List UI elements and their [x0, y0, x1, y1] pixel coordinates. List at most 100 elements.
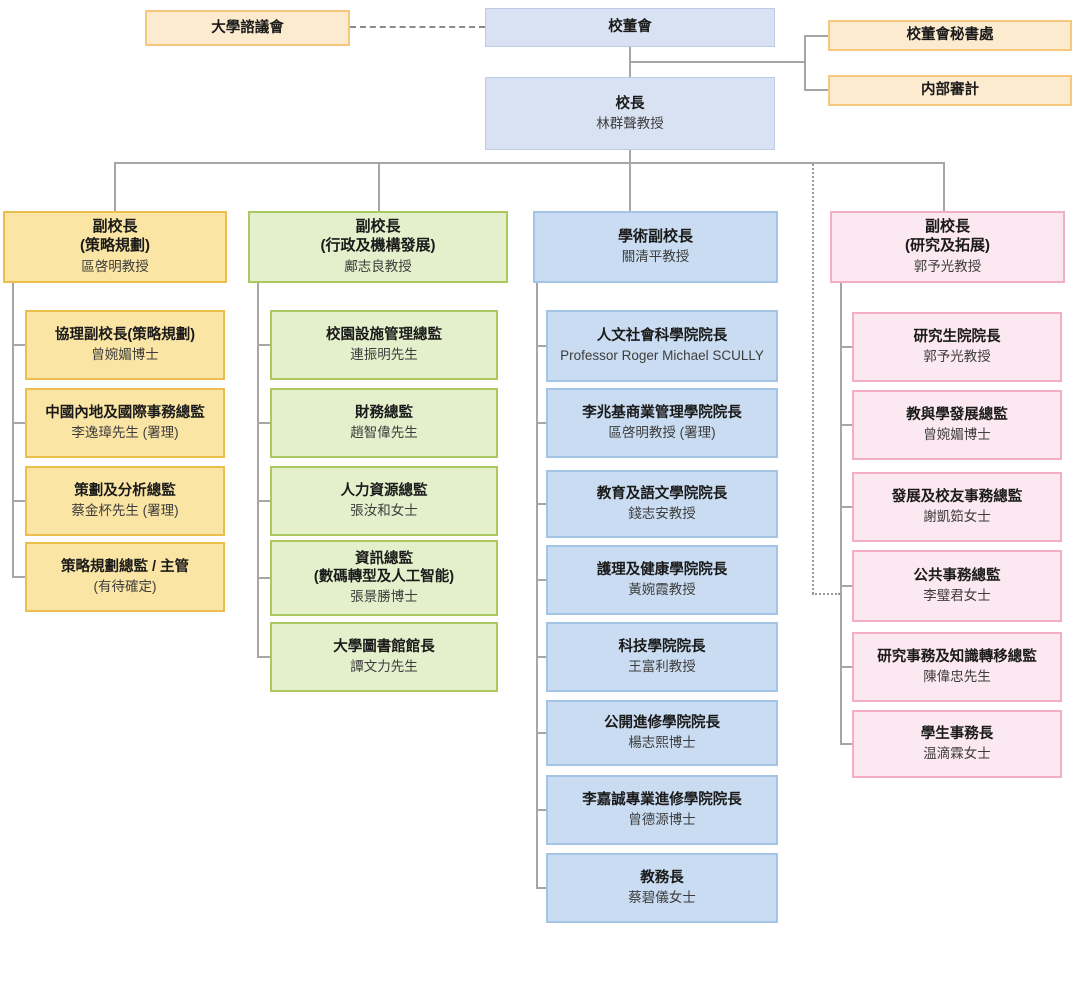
- connector-line: [536, 503, 546, 505]
- box-university-court: 大學諮議會: [145, 10, 350, 46]
- box-vp-admin-institutional-development: 副校長 (行政及機構發展) 鄺志良教授: [248, 211, 508, 283]
- connector-line: [536, 283, 538, 888]
- connector-line: [804, 89, 828, 91]
- box-director-public-affairs: 公共事務總監 李璧君女士: [852, 550, 1062, 622]
- connector-line: [257, 577, 270, 579]
- connector-dotted-vertical: [812, 164, 814, 594]
- box-dean-lipace: 李嘉誠專業進修學院院長 曾德源博士: [546, 775, 778, 845]
- box-title: 策略規劃總監 / 主管: [60, 559, 190, 575]
- connector-line: [12, 500, 25, 502]
- box-name: 張景勝博士: [350, 589, 418, 605]
- connector-line: [257, 283, 259, 657]
- box-title: 教育及語文學院院長: [596, 486, 728, 502]
- box-dean-open-learning: 公開進修學院院長 楊志熙博士: [546, 700, 778, 766]
- box-director-mainland-international-affairs: 中國內地及國際事務總監 李逸璋先生 (署理): [25, 388, 225, 458]
- box-council-secretariat: 校董會秘書處: [828, 20, 1072, 51]
- box-title: 研究生院院長: [913, 329, 1001, 345]
- connector-line: [840, 506, 852, 508]
- box-name: 譚文力先生: [350, 659, 418, 675]
- box-name: 郭予光教授: [913, 258, 982, 274]
- box-dean-of-students: 學生事務長 温滴霖女士: [852, 710, 1062, 778]
- box-director-human-resources: 人力資源總監 張汝和女士: [270, 466, 498, 536]
- box-dean-arts-social-sciences: 人文社會科學院院長 Professor Roger Michael SCULLY: [546, 310, 778, 382]
- box-name: 區啓明教授: [81, 258, 149, 274]
- connector-line: [536, 656, 546, 658]
- connector-court-council-dashed: [350, 26, 485, 28]
- box-name: 蔡金杯先生 (署理): [71, 503, 179, 519]
- box-name: 鄺志良教授: [344, 258, 412, 274]
- box-name: 曾婉媚博士: [91, 347, 159, 363]
- box-name: 郭予光教授: [923, 349, 991, 365]
- connector-line: [536, 345, 546, 347]
- box-title: 副校長 (研究及拓展): [905, 218, 990, 255]
- box-title: 公開進修學院院長: [604, 715, 720, 731]
- connector-line: [804, 35, 806, 91]
- box-registrar: 教務長 蔡碧儀女士: [546, 853, 778, 923]
- box-title: 協理副校長(策略規劃): [54, 327, 196, 343]
- box-title: 策劃及分析總監: [74, 483, 176, 499]
- box-name: 錢志安教授: [628, 506, 696, 522]
- box-dean-education-languages: 教育及語文學院院長 錢志安教授: [546, 470, 778, 538]
- connector-line: [629, 162, 631, 211]
- box-title: 李兆基商業管理學院院長: [582, 405, 742, 421]
- box-title: 大學圖書館館長: [333, 639, 435, 655]
- connector-line: [840, 666, 852, 668]
- box-director-development-alumni-affairs: 發展及校友事務總監 謝凱筎女士: [852, 472, 1062, 542]
- box-dean-business-administration: 李兆基商業管理學院院長 區啓明教授 (署理): [546, 388, 778, 458]
- connector-line: [536, 732, 546, 734]
- box-title: 校長: [615, 95, 645, 112]
- box-name: 曾婉媚博士: [923, 427, 991, 443]
- connector-line: [629, 150, 631, 164]
- box-name: 區啓明教授 (署理): [608, 425, 716, 441]
- connector-line: [840, 585, 852, 587]
- box-title: 教務長: [640, 870, 684, 886]
- connector-line: [536, 422, 546, 424]
- box-president: 校長 林群聲教授: [485, 77, 775, 150]
- box-director-strategic-planning: 策略規劃總監 / 主管 (有待確定): [25, 542, 225, 612]
- box-title: 人文社會科學院院長: [596, 328, 728, 344]
- box-name: (有待確定): [93, 579, 157, 595]
- connector-line: [257, 500, 270, 502]
- connector-line: [536, 887, 546, 889]
- box-title: 副校長 (行政及機構發展): [320, 218, 436, 255]
- connector-line: [840, 743, 852, 745]
- connector-main-horizontal: [114, 162, 945, 164]
- box-name: 曾德源博士: [628, 812, 696, 828]
- connector-line: [12, 422, 25, 424]
- box-title: 教與學發展總監: [906, 407, 1008, 423]
- box-director-campus-facilities: 校園設施管理總監 連振明先生: [270, 310, 498, 380]
- box-director-finance: 財務總監 趙智偉先生: [270, 388, 498, 458]
- box-title: 資訊總監 (數碼轉型及人工智能): [313, 550, 455, 586]
- box-council: 校董會: [485, 8, 775, 47]
- box-title: 校董會秘書處: [906, 27, 994, 44]
- connector-line: [12, 344, 25, 346]
- box-title: 副校長 (策略規劃): [80, 218, 150, 255]
- box-title: 學生事務長: [920, 726, 994, 742]
- box-title: 大學諮議會: [211, 19, 284, 36]
- connector-line: [378, 162, 380, 211]
- box-title: 發展及校友事務總監: [891, 489, 1023, 505]
- box-provost-academic-vp: 學術副校長 關清平教授: [533, 211, 778, 283]
- box-internal-audit: 内部審計: [828, 75, 1072, 106]
- box-title: 研究事務及知識轉移總監: [877, 649, 1037, 665]
- box-name: 蔡碧儀女士: [628, 890, 696, 906]
- box-director-teaching-learning: 教與學發展總監 曾婉媚博士: [852, 390, 1062, 460]
- connector-line: [12, 283, 14, 577]
- connector-line: [12, 576, 25, 578]
- box-dean-science-technology: 科技學院院長 王富利教授: [546, 622, 778, 692]
- connector-line: [536, 809, 546, 811]
- box-name: 王富利教授: [628, 659, 696, 675]
- connector-line: [804, 35, 828, 37]
- connector-line: [114, 162, 116, 211]
- connector-line: [257, 422, 270, 424]
- connector-dotted-horizontal: [812, 593, 840, 595]
- box-title: 科技學院院長: [618, 639, 706, 655]
- box-name: 楊志熙博士: [628, 735, 696, 751]
- connector-line: [840, 283, 842, 745]
- box-title: 學術副校長: [617, 227, 693, 245]
- box-title: 財務總監: [355, 405, 413, 421]
- box-name: 温滴霖女士: [923, 746, 991, 762]
- box-name: 趙智偉先生: [350, 425, 418, 441]
- box-name: 李璧君女士: [923, 588, 991, 604]
- box-name: 黃婉霞教授: [628, 582, 696, 598]
